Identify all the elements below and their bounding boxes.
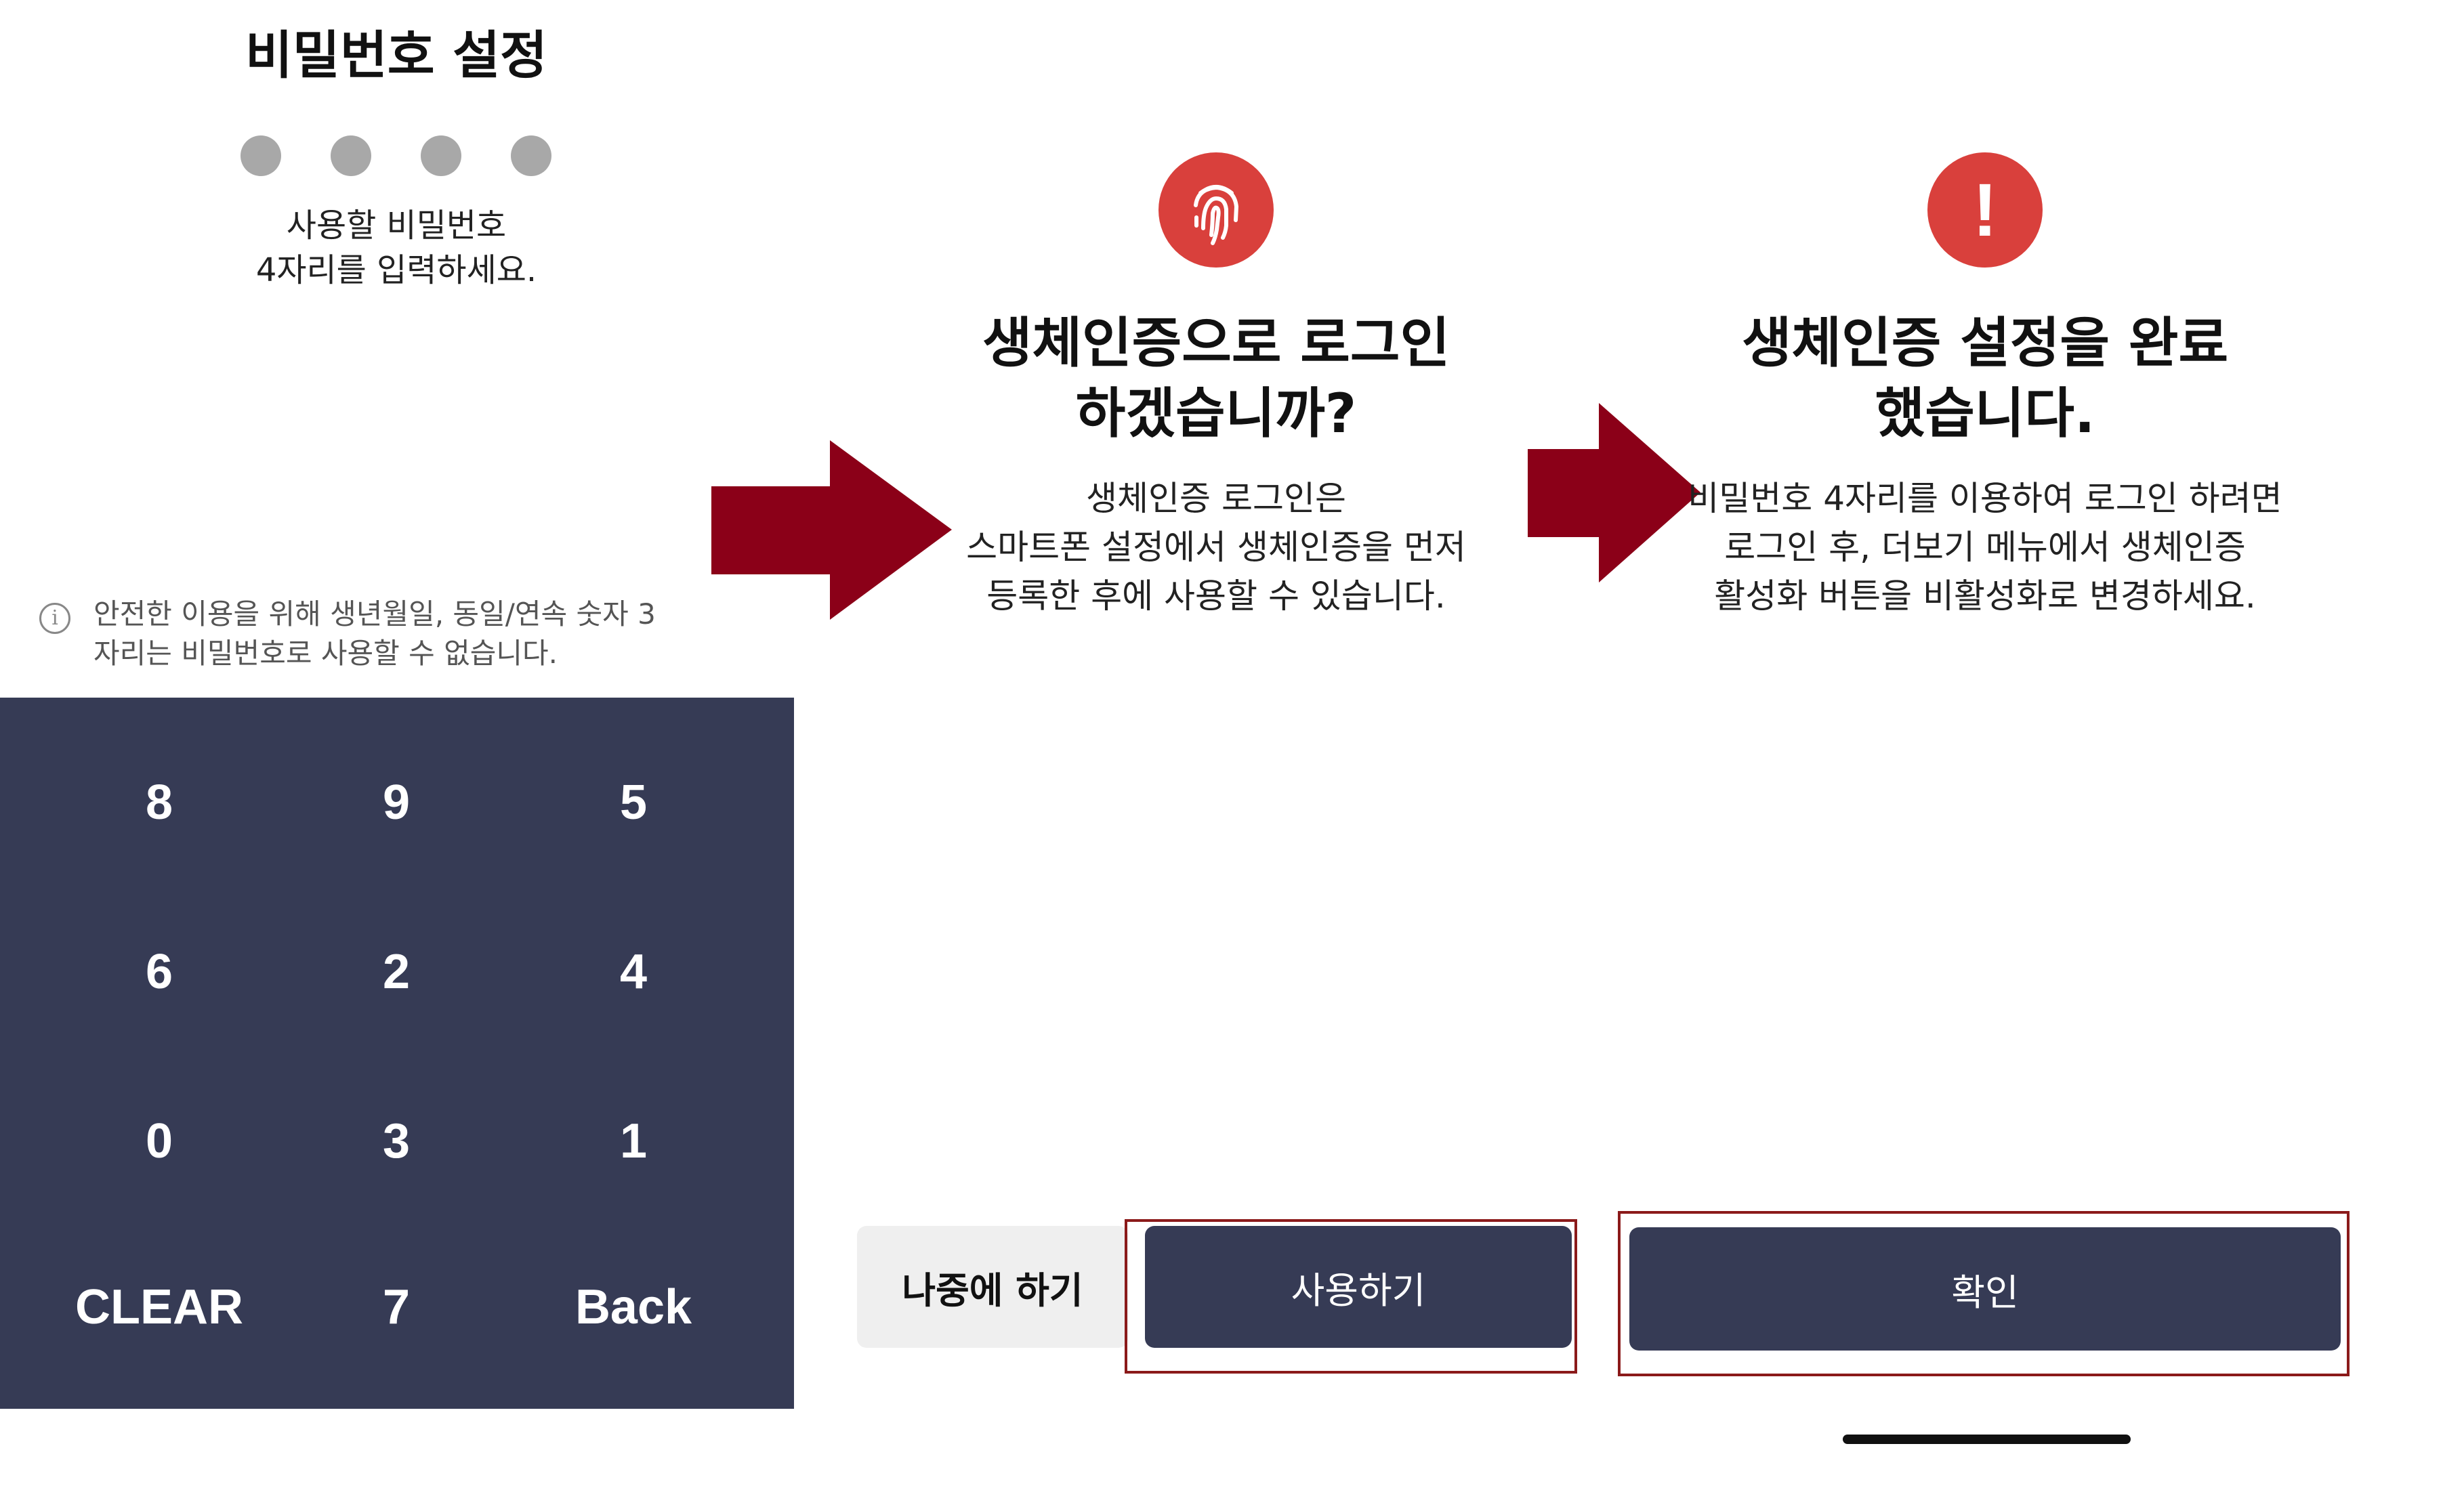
exclamation-icon: ! bbox=[1927, 152, 2043, 268]
flow-arrow-right-icon bbox=[1528, 403, 1700, 582]
password-notice: 안전한 이용을 위해 생년월일, 동일/연속 숫자 3 자리는 비밀번호로 사용… bbox=[93, 595, 778, 673]
key-7[interactable]: 7 bbox=[382, 1280, 411, 1334]
clear-key[interactable]: CLEAR bbox=[75, 1280, 243, 1334]
key-5[interactable]: 5 bbox=[619, 776, 648, 830]
key-6[interactable]: 6 bbox=[145, 945, 173, 999]
pin-dot bbox=[511, 135, 551, 176]
number-keypad: 8 9 5 6 2 4 0 3 1 CLEAR 7 Back bbox=[0, 698, 794, 1409]
back-key[interactable]: Back bbox=[575, 1280, 692, 1334]
title-line: 하겠습니까? bbox=[1075, 382, 1357, 445]
biometric-prompt-title: 생체인증으로 로그인 하겠습니까? bbox=[854, 308, 1579, 449]
highlight-frame bbox=[1618, 1211, 2350, 1376]
pin-dot bbox=[241, 135, 281, 176]
biometric-done-title: 생체인증 설정을 완료 했습니다. bbox=[1606, 308, 2364, 449]
fingerprint-icon bbox=[1158, 152, 1274, 268]
confirm-button[interactable]: 확인 bbox=[1629, 1227, 2341, 1351]
desc-line: 생체인증 로그인은 bbox=[1086, 479, 1346, 518]
biometric-done-description: 비밀번호 4자리를 이용하여 로그인 하려면 로그인 후, 더보기 메뉴에서 생… bbox=[1606, 474, 2364, 620]
page-title: 비밀번호 설정 bbox=[245, 25, 547, 85]
title-line: 했습니다. bbox=[1875, 382, 2095, 445]
instruction-line: 사용할 비밀번호 bbox=[286, 207, 507, 245]
key-1[interactable]: 1 bbox=[619, 1114, 648, 1168]
desc-line: 등록한 후에 사용할 수 있습니다. bbox=[986, 576, 1446, 616]
notice-line: 안전한 이용을 위해 생년월일, 동일/연속 숫자 3 bbox=[93, 597, 656, 631]
key-9[interactable]: 9 bbox=[382, 776, 411, 830]
title-line: 생체인증으로 로그인 bbox=[982, 312, 1450, 375]
info-circle-icon: i bbox=[39, 603, 70, 634]
key-8[interactable]: 8 bbox=[145, 776, 173, 830]
desc-line: 비밀번호 4자리를 이용하여 로그인 하려면 bbox=[1688, 479, 2282, 518]
key-3[interactable]: 3 bbox=[382, 1114, 411, 1168]
key-2[interactable]: 2 bbox=[382, 945, 411, 999]
desc-line: 활성화 버튼을 비활성화로 변경하세요. bbox=[1714, 576, 2256, 616]
flow-arrow-right-icon bbox=[711, 440, 952, 620]
desc-line: 스마트폰 설정에서 생체인증을 먼저 bbox=[966, 528, 1466, 567]
use-biometric-button[interactable]: 사용하기 bbox=[1145, 1226, 1572, 1348]
pin-dot bbox=[421, 135, 461, 176]
later-button[interactable]: 나중에 하기 bbox=[857, 1226, 1128, 1348]
notice-line: 자리는 비밀번호로 사용할 수 없습니다. bbox=[93, 637, 558, 670]
pin-dot bbox=[331, 135, 371, 176]
home-indicator[interactable] bbox=[1843, 1435, 2131, 1444]
highlight-frame bbox=[1125, 1219, 1577, 1374]
key-0[interactable]: 0 bbox=[145, 1114, 173, 1168]
pin-instruction: 사용할 비밀번호 4자리를 입력하세요. bbox=[0, 203, 793, 293]
instruction-line: 4자리를 입력하세요. bbox=[255, 251, 537, 289]
fingerprint-icon-glyph bbox=[1194, 185, 1239, 245]
title-line: 생체인증 설정을 완료 bbox=[1741, 312, 2229, 375]
desc-line: 로그인 후, 더보기 메뉴에서 생체인증 bbox=[1724, 528, 2246, 567]
biometric-prompt-description: 생체인증 로그인은 스마트폰 설정에서 생체인증을 먼저 등록한 후에 사용할 … bbox=[854, 474, 1579, 620]
key-4[interactable]: 4 bbox=[619, 945, 648, 999]
